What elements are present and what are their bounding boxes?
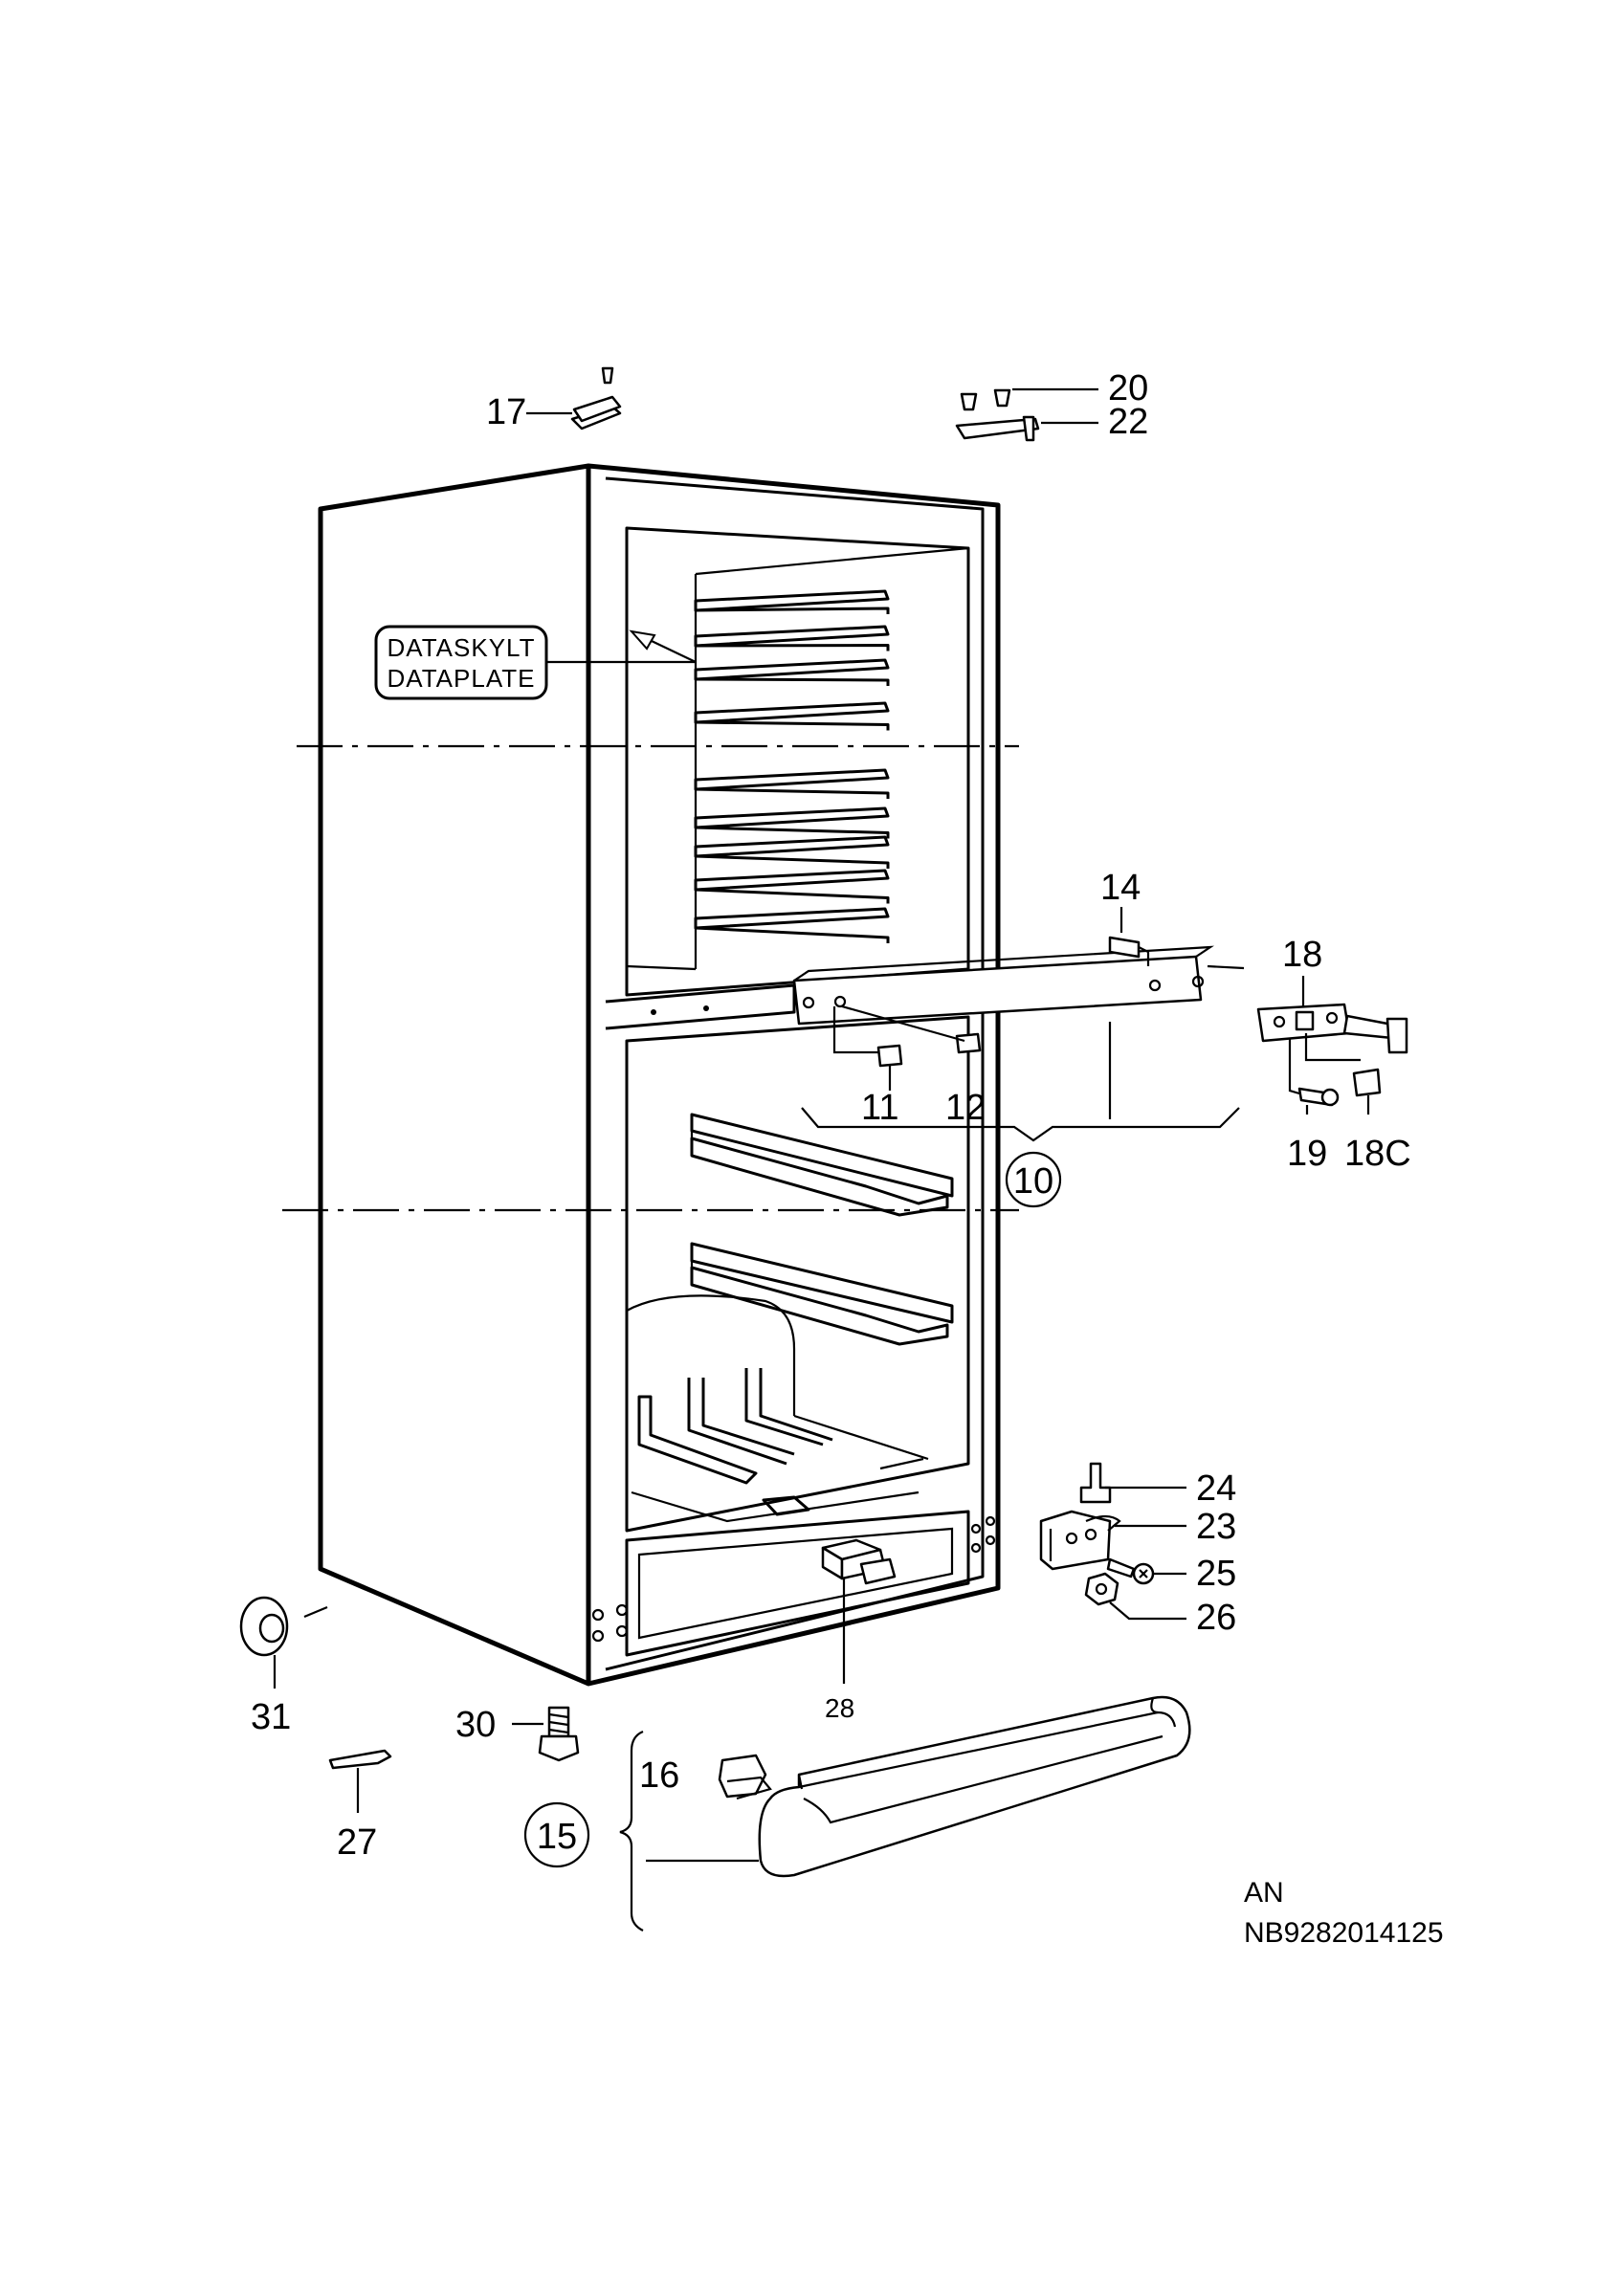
base-screw-holes	[591, 1515, 996, 1643]
part-15-door-handle-assembly: 16 15	[523, 1695, 1191, 1932]
label-20: 20	[1108, 368, 1148, 408]
shelf-rail	[694, 907, 890, 943]
label-23: 23	[1196, 1507, 1236, 1547]
diagram-code-line2: NB9282014125	[1244, 1917, 1444, 1949]
part-30-foot-bolt: 30	[455, 1705, 580, 1762]
part-23-26-bottom-hinge: 24 23 25 26	[1039, 1462, 1236, 1638]
shelf-rail	[694, 835, 890, 869]
label-11: 11	[861, 1088, 898, 1128]
shelf-rail	[694, 589, 890, 614]
part-10-middle-hinge-assembly: 14 11 12 10	[792, 868, 1245, 1208]
label-10: 10	[1013, 1161, 1053, 1202]
label-17: 17	[486, 392, 526, 432]
label-19: 19	[1287, 1134, 1327, 1174]
dataplate-label-line1: DATASKYLT	[388, 633, 536, 662]
label-31: 31	[251, 1697, 291, 1737]
part-18-middle-hinge: 18 18C 19	[1256, 935, 1411, 1174]
part-27-tool: 27	[328, 1749, 392, 1863]
label-16: 16	[639, 1755, 679, 1796]
upper-shelf-supports	[694, 589, 890, 943]
shelf-rail	[694, 806, 890, 839]
label-18c: 18C	[1344, 1134, 1411, 1174]
diagram-code-line1: AN	[1244, 1877, 1284, 1909]
cabinet-body	[318, 463, 1001, 1687]
shelf-rail	[694, 658, 890, 686]
dataplate-callout: DATASKYLT DATAPLATE	[374, 625, 697, 700]
label-14: 14	[1100, 868, 1141, 908]
crisper-supports	[631, 1368, 924, 1523]
part-17-hinge-cover: 17	[486, 366, 622, 432]
label-24: 24	[1196, 1468, 1236, 1509]
label-25: 25	[1196, 1554, 1236, 1594]
dataplate-label-line2: DATAPLATE	[388, 664, 536, 693]
shelf-rail	[694, 625, 890, 651]
shelf-rail	[694, 768, 890, 799]
part-31-adjustable-foot: 31	[239, 1596, 328, 1737]
part-20-22-top-hinge: 20 22	[955, 368, 1148, 442]
label-15: 15	[537, 1817, 577, 1857]
label-26: 26	[1196, 1598, 1236, 1638]
label-18: 18	[1282, 935, 1322, 975]
part-28-drain-guide: 28	[821, 1538, 897, 1723]
label-22: 22	[1108, 402, 1148, 442]
label-30: 30	[455, 1705, 496, 1745]
label-12: 12	[945, 1088, 986, 1128]
shelf-rail	[694, 869, 890, 904]
lower-shelf-supports	[690, 1113, 954, 1346]
label-27: 27	[337, 1822, 377, 1863]
label-28: 28	[825, 1693, 854, 1723]
shelf-rail	[694, 701, 890, 731]
